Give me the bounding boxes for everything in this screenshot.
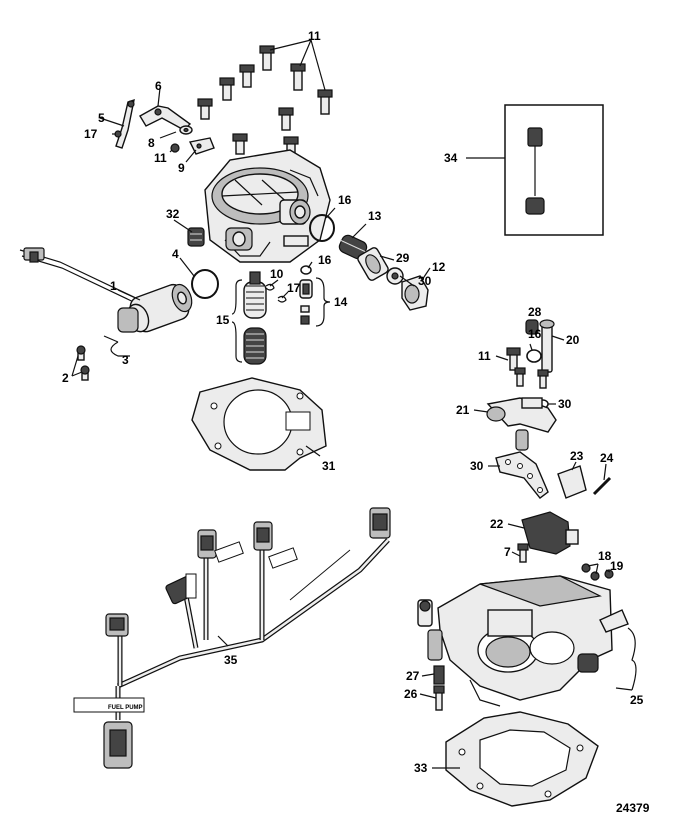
needle-valve-15 [243, 271, 267, 365]
callout-19: 19 [610, 559, 624, 573]
callout-13: 13 [368, 209, 382, 223]
bolt-set-11 [197, 45, 333, 160]
gasket-31 [191, 377, 327, 471]
nut-11a [170, 143, 180, 153]
carburetor-air-horn [204, 149, 331, 263]
screw-19 [604, 569, 614, 579]
callout-29: 29 [396, 251, 410, 265]
seal-16a [309, 214, 335, 242]
callout-1: 1 [110, 279, 117, 293]
screws-18 [581, 563, 600, 581]
callout-15: 15 [216, 313, 230, 327]
valve-28 [525, 319, 539, 335]
washer-30a [386, 267, 404, 285]
callout-26: 26 [404, 687, 418, 701]
callout-16: 16 [338, 193, 352, 207]
bolt-11c [506, 347, 521, 371]
rod-24 [592, 476, 612, 496]
pin-20 [539, 319, 555, 373]
callout-30: 30 [418, 274, 432, 288]
callout-18: 18 [598, 549, 612, 563]
callout-11: 11 [154, 151, 167, 165]
callout-2: 2 [62, 371, 69, 385]
callout-8: 8 [148, 136, 155, 150]
sensor-22 [521, 511, 579, 555]
washer-8 [179, 125, 193, 135]
callout-9: 9 [178, 161, 185, 175]
clip-3 [110, 341, 130, 357]
throttle-body [417, 575, 629, 707]
callout-35: 35 [224, 653, 238, 667]
callout-20: 20 [566, 333, 580, 347]
callout-16: 16 [318, 253, 332, 267]
bracket-23 [557, 465, 587, 499]
clip-10 [265, 283, 275, 291]
check-valve-14 [299, 265, 313, 325]
screws-2 [76, 345, 90, 381]
figure-number: 24379 [616, 801, 650, 815]
callout-30: 30 [558, 397, 572, 411]
wiring-harness-35 [73, 507, 391, 769]
callout-27: 27 [406, 669, 420, 683]
base-gasket-33 [445, 711, 599, 807]
idle-air-control-1 [19, 247, 193, 333]
callout-17: 17 [84, 127, 98, 141]
callout-4: 4 [172, 247, 179, 261]
callout-34: 34 [444, 151, 458, 165]
callout-12: 12 [432, 260, 446, 274]
screw-26 [433, 685, 445, 711]
clip-17b [277, 295, 287, 303]
callout-16: 16 [528, 327, 542, 341]
callout-23: 23 [570, 449, 584, 463]
inset-box-34 [504, 104, 604, 236]
seal-16c [526, 349, 542, 363]
bracket-9 [188, 137, 215, 155]
callout-28: 28 [528, 305, 542, 319]
plate-30c [495, 451, 549, 499]
filter-32 [187, 227, 205, 247]
callout-25: 25 [630, 693, 644, 707]
callout-22: 22 [490, 517, 504, 531]
callout-31: 31 [322, 459, 336, 473]
callout-11: 11 [478, 349, 491, 363]
screw-7 [517, 543, 529, 563]
callout-5: 5 [98, 111, 105, 125]
callout-24: 24 [600, 451, 614, 465]
fuel-pump-tag: FUEL PUMP [108, 705, 143, 711]
leader-lines [71, 87, 633, 769]
callout-7: 7 [504, 545, 511, 559]
fitting-nut-12 [401, 275, 429, 311]
callout-17: 17 [287, 281, 301, 295]
callout-33: 33 [414, 761, 428, 775]
callout-30: 30 [470, 459, 484, 473]
throttle-lever-21 [486, 397, 557, 451]
callouts: 11 6 5 17 8 11 9 32 4 1 3 2 10 17 15 16 … [62, 29, 644, 775]
callout-6: 6 [155, 79, 162, 93]
callout-14: 14 [334, 295, 348, 309]
callout-10: 10 [270, 267, 284, 281]
callout-21: 21 [456, 403, 470, 417]
callout-3: 3 [122, 353, 129, 367]
callout-11: 11 [308, 29, 321, 43]
spring-27 [433, 665, 445, 685]
o-ring-4 [191, 269, 219, 299]
callout-32: 32 [166, 207, 180, 221]
